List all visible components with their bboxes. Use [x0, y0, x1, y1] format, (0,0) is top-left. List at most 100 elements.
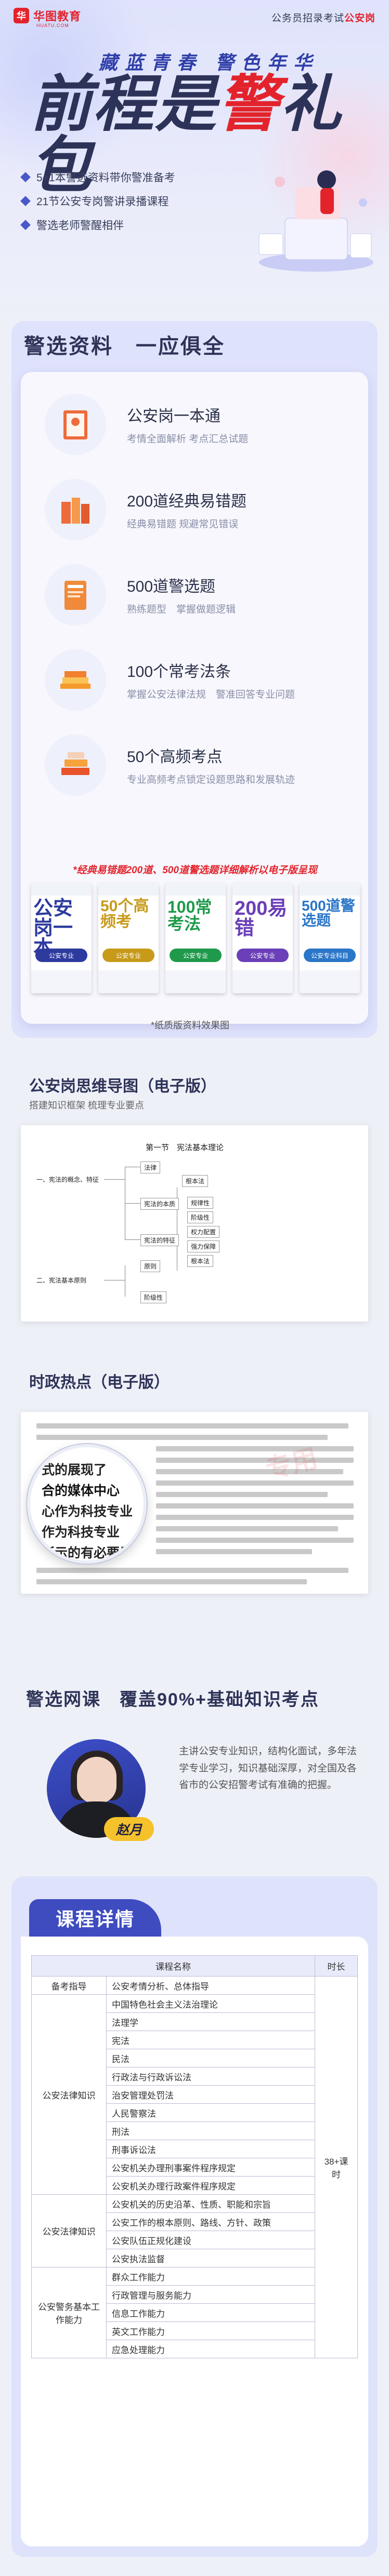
- item-cell: 行政法与行政诉讼法: [106, 2067, 315, 2086]
- table-row: 公安执法监督: [32, 2249, 358, 2267]
- mindmap-node: 强力保障: [187, 1240, 220, 1252]
- mindmap-node: 宪法的特征: [140, 1234, 179, 1246]
- logo-subtext: HUATU.COM: [36, 23, 69, 28]
- item-cell: 刑法: [106, 2121, 315, 2140]
- table-row: 公安警务基本工作能力 群众工作能力: [31, 2267, 358, 2358]
- table-row: 行政法与行政诉讼法: [32, 2067, 358, 2086]
- book-title: 公安岗一本: [33, 898, 73, 959]
- material-title: 50个高频考点: [127, 749, 223, 766]
- diamond-bullet-icon: [20, 196, 31, 206]
- item-cell: 公安工作的根本原则、路线、方针、政策: [106, 2212, 315, 2231]
- magnified-text: 式的展现了: [42, 1463, 107, 1477]
- hours-cell: 38+课时: [315, 1976, 358, 2358]
- logo-mark-icon: 华: [14, 8, 29, 23]
- material-item[interactable]: 50个高频考点 专业高频考点锁定设题思路和发展轨迹: [34, 723, 367, 806]
- material-item[interactable]: 100个常考法条 掌握公安法律法规 警准回答专业问题: [34, 638, 367, 721]
- material-desc: 熟练题型 掌握做题逻辑: [127, 604, 236, 615]
- table-row: 公安队伍正规化建设: [32, 2231, 358, 2249]
- book-title: 50个高频考: [100, 898, 149, 930]
- table-row: 宪法: [32, 2031, 358, 2049]
- slogan-accent: 警: [217, 70, 280, 139]
- diamond-bullet-icon: [20, 220, 31, 230]
- table-header-name: 课程名称: [31, 1955, 315, 1977]
- mindmap-section: 二、宪法基本原则: [36, 1277, 87, 1284]
- exam-category: 公务员招录考试公安岗: [271, 10, 375, 24]
- tab-course-details[interactable]: 课程详情: [29, 1899, 161, 1937]
- magnified-text: 作为科技专业: [42, 1525, 120, 1540]
- item-cell: 应急处理能力: [106, 2340, 315, 2358]
- item-cell: 群众工作能力: [106, 2267, 315, 2286]
- mindmap-node: 权力配置: [187, 1226, 220, 1238]
- item-cell: 刑事诉讼法: [106, 2140, 315, 2158]
- item-cell: 行政管理与服务能力: [106, 2285, 315, 2304]
- mindmap-node: 法律: [140, 1162, 161, 1173]
- book-caption: *纸质版资料效果图: [151, 1020, 230, 1031]
- book-band: 公安专业: [102, 949, 154, 962]
- item-cell: 公安队伍正规化建设: [106, 2231, 315, 2249]
- module-cell: 公安法律知识: [31, 1994, 107, 2195]
- mindmap-node: 阶级性: [187, 1211, 214, 1223]
- hero-point: 21节公安专岗警讲录播课程: [20, 189, 175, 213]
- book-title: 200易错: [235, 898, 288, 939]
- material-desc: 掌握公安法律法规 警准回答专业问题: [127, 689, 295, 700]
- materials-title: 警选资料 一应俱全: [24, 335, 225, 358]
- hero-points-list: 5+1本警选资料带你警准备考 21节公安专岗警讲录播课程 警选老师警醒相伴: [20, 165, 175, 237]
- module-cell: 公安法律知识: [31, 2194, 107, 2267]
- exam-category-prefix: 公务员招录考试: [271, 13, 344, 24]
- mindmap-node: 阶级性: [140, 1291, 167, 1303]
- mindmap-title: 公安岗思维导图（电子版）: [29, 1078, 216, 1095]
- material-item[interactable]: 200道经典易错题 经典易错题 规避常见错误: [34, 468, 367, 551]
- magnified-text: 心作为科技专业: [42, 1504, 133, 1519]
- watermark-stamp: 专用: [263, 1443, 321, 1485]
- table-header-row: 课程名称 时长: [31, 1955, 358, 1977]
- table-row: 人民警察法: [32, 2103, 358, 2122]
- course-table: 课程名称 时长 备考指导 公安考情分析、总体指导 38+课时 公安法律知识 中国…: [31, 1955, 358, 2358]
- mindmap-subtitle: 搭建知识框架 梳理专业要点: [29, 1100, 144, 1111]
- hero-banner: 华 华图教育 HUATU.COM 公务员招录考试公安岗 藏蓝青春 警色年华 前程…: [0, 0, 389, 332]
- material-desc: 经典易错题 规避常见错误: [127, 519, 239, 530]
- item-cell: 英文工作能力: [106, 2321, 315, 2340]
- book-band: 公安专业: [35, 949, 87, 962]
- item-cell: 公安考情分析、总体指导: [106, 1976, 315, 1995]
- diamond-bullet-icon: [20, 172, 31, 182]
- item-cell: 宪法: [106, 2031, 315, 2049]
- mindmap-preview[interactable]: 第一节 宪法基本理论 一、宪法的概念、特征 二、宪法基本原则 法律 根本法 宪法…: [21, 1125, 368, 1322]
- magnified-text: 合的媒体中心: [42, 1484, 120, 1498]
- table-row: 公安法律知识 中国特色社会主义法治理论: [31, 1994, 358, 2195]
- book-band: 公安专业: [170, 949, 222, 962]
- teacher-description: 主讲公安专业知识，结构化面试，多年法学专业学习，知识基础深厚，对全国及各省市的公…: [179, 1746, 357, 1791]
- book-cover: 50个高频考 公安专业: [98, 883, 159, 993]
- news-preview[interactable]: 专用 式的展现了 合的媒体中心 心作为科技专业 作为科技专业 所示的有必要是: [21, 1412, 368, 1594]
- table-row: 公安法律知识 公安机关的历史沿革、性质、职能和宗旨: [31, 2194, 358, 2267]
- table-row: 行政管理与服务能力: [32, 2285, 358, 2304]
- mindmap-node: 宪法的本质: [140, 1198, 179, 1210]
- material-title: 200道经典易错题: [127, 493, 247, 510]
- law-books-icon: [45, 649, 106, 711]
- hero-point-text: 5+1本警选资料带你警准备考: [36, 172, 175, 184]
- mindmap-node: 原则: [140, 1260, 161, 1272]
- table-row: 治安管理处罚法: [32, 2085, 358, 2104]
- brand-logo[interactable]: 华 华图教育: [14, 7, 81, 24]
- mindmap-node: 根本法: [187, 1255, 214, 1267]
- item-cell: 民法: [106, 2049, 315, 2067]
- hero-point-text: 警选老师警醒相伴: [36, 220, 124, 232]
- table-header-hours: 时长: [315, 1955, 358, 1977]
- stack-books-icon: [45, 735, 106, 796]
- magnified-text: 所示的有必要是: [42, 1546, 133, 1560]
- materials-note: *经典易错题200道、500道警选题详细解析以电子版呈现: [73, 865, 317, 876]
- table-row: 公安机关办理行政案件程序规定: [32, 2176, 358, 2195]
- news-title: 时政热点（电子版）: [29, 1374, 170, 1391]
- item-cell: 中国特色社会主义法治理论: [106, 1994, 315, 2013]
- item-cell: 治安管理处罚法: [106, 2085, 315, 2104]
- logo-text: 华图教育: [33, 10, 82, 23]
- material-item[interactable]: 公安岗一本通 考情全面解析 考点汇总试题: [34, 382, 367, 465]
- module-cell: 备考指导: [31, 1976, 107, 1995]
- item-cell: 法理学: [106, 2012, 315, 2031]
- course-coverage-title: 警选网课 覆盖90%+基础知识考点: [26, 1690, 319, 1710]
- notebook-icon: [45, 564, 106, 625]
- book-covers: 公安岗一本 公安专业 50个高频考 公安专业 100常考法 公安专业 200易错…: [31, 883, 360, 997]
- teacher-avatar: [47, 1739, 146, 1838]
- book-band: 公安专业科目: [304, 949, 356, 962]
- material-item[interactable]: 500道警选题 熟练题型 掌握做题逻辑: [34, 553, 367, 636]
- book-cover: 500道警选题 公安专业科目: [300, 883, 360, 993]
